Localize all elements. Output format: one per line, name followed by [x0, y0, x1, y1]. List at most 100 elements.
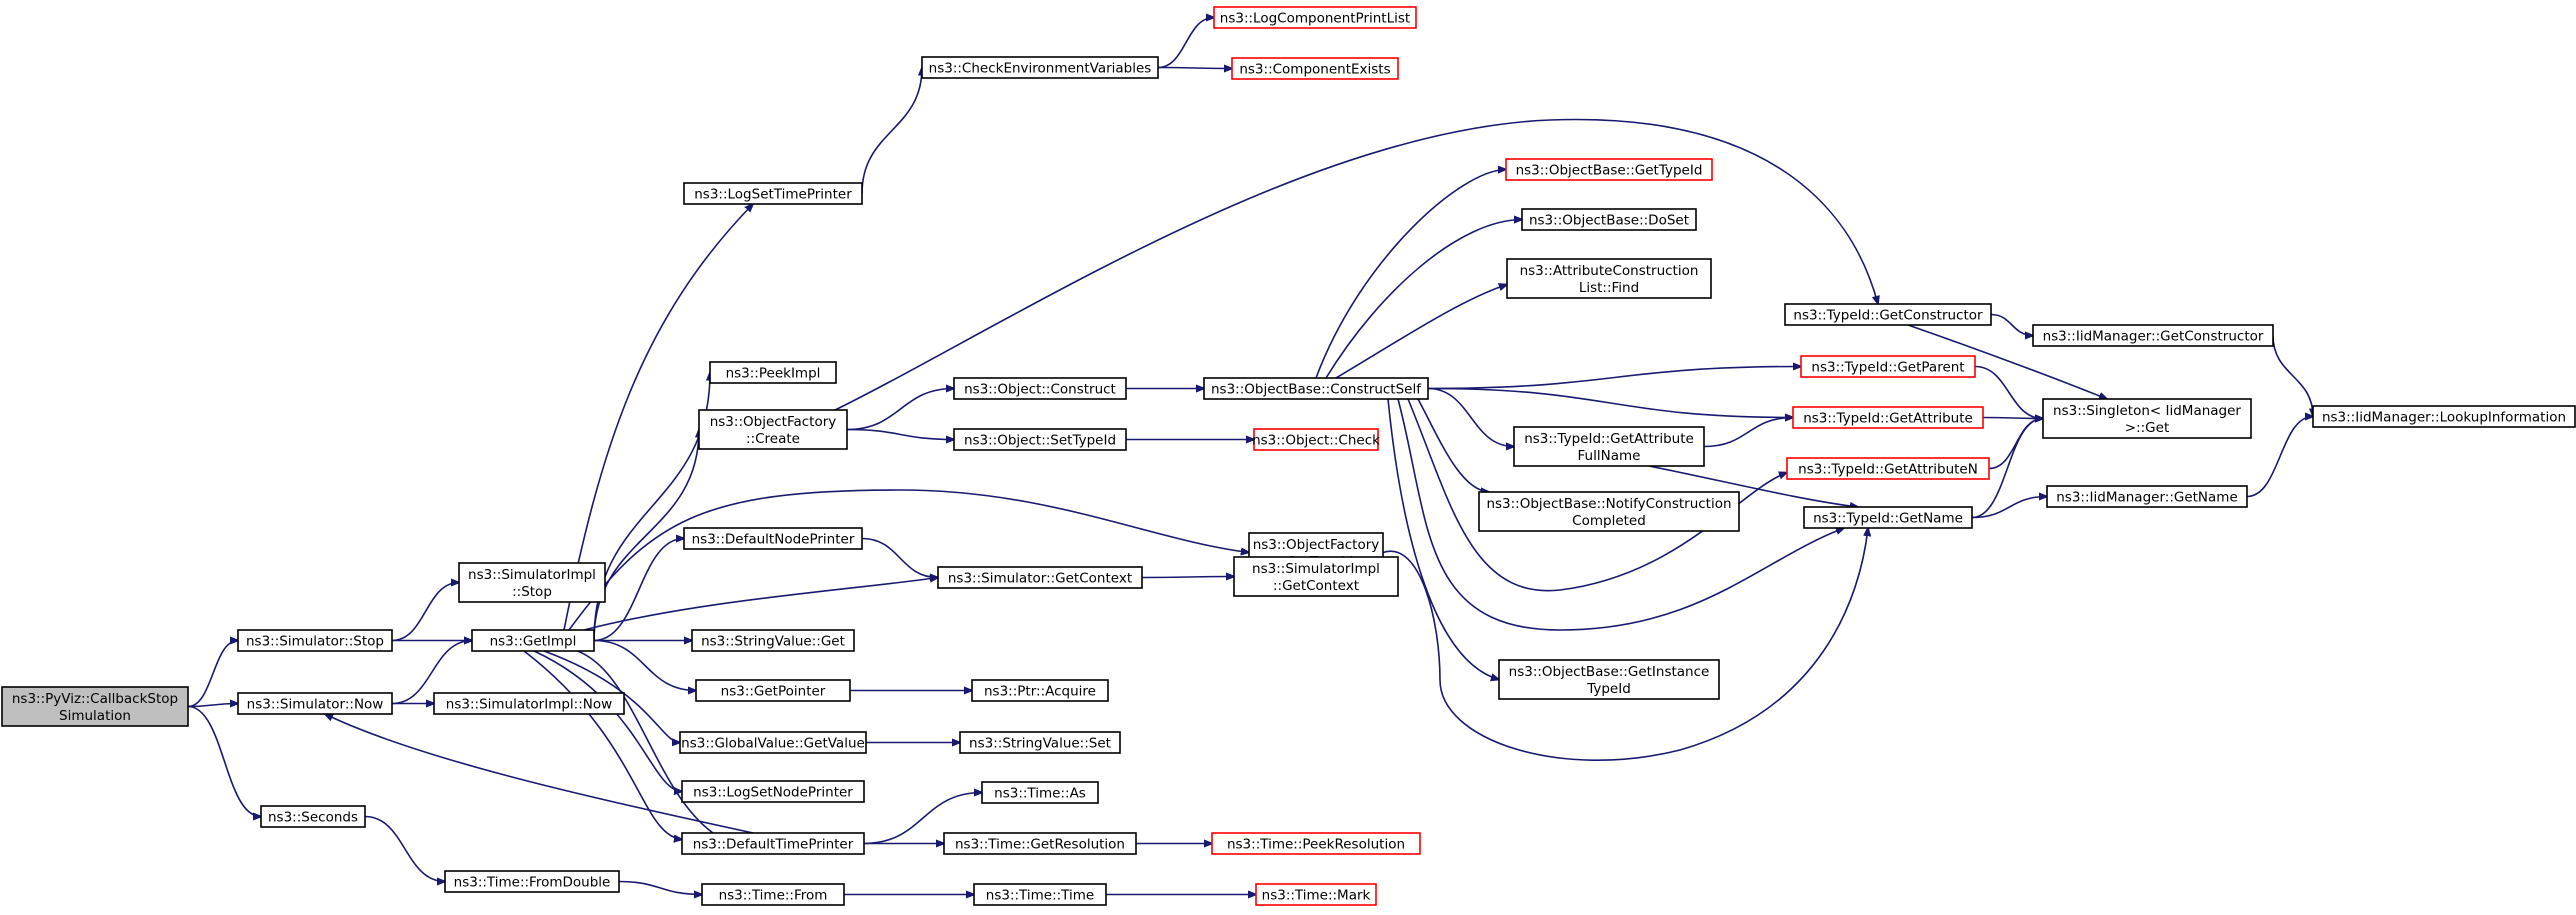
node-label: ns3::Simulator::Now	[247, 697, 384, 713]
node-timeGetResolution[interactable]: ns3::Time::GetResolution	[943, 832, 1137, 855]
node-iidMgrLookup[interactable]: ns3::IidManager::LookupInformation	[2312, 405, 2576, 428]
edge-seconds-to-fromDouble	[364, 815, 445, 882]
edge-simGetContext-to-simImplGetContext	[1141, 577, 1234, 578]
node-box	[683, 527, 863, 550]
node-box	[471, 629, 595, 652]
node-defaultTimePrinter[interactable]: ns3::DefaultTimePrinter	[681, 832, 865, 855]
edge-objFactoryCreate-to-objectSetTypeId	[846, 428, 954, 440]
node-objBaseConstructSelf[interactable]: ns3::ObjectBase::ConstructSelf	[1203, 377, 1429, 400]
node-label: ns3::IidManager::GetName	[2056, 490, 2238, 506]
node-box	[1803, 506, 1973, 529]
node-timeFrom[interactable]: ns3::Time::From	[701, 883, 845, 906]
node-label: ns3::AttributeConstruction	[1520, 263, 1699, 279]
node-objFactoryCreate[interactable]: ns3::ObjectFactory::Create	[698, 409, 848, 450]
node-iidMgrGetConstructor[interactable]: ns3::IidManager::GetConstructor	[2032, 324, 2274, 347]
node-label: ns3::Ptr::Acquire	[984, 684, 1096, 700]
node-typeIdGetParent[interactable]: ns3::TypeId::GetParent	[1800, 355, 1976, 378]
edge-iidMgrGetName-to-iidMgrLookup	[2246, 417, 2313, 498]
node-typeIdGetName[interactable]: ns3::TypeId::GetName	[1803, 506, 1973, 529]
edge-objBaseConstructSelf-to-objBaseGetTypeId	[1315, 170, 1506, 379]
node-globalValueGetValue[interactable]: ns3::GlobalValue::GetValue	[679, 731, 867, 754]
node-label: Completed	[1572, 513, 1646, 529]
node-typeIdGetConstructor[interactable]: ns3::TypeId::GetConstructor	[1784, 303, 1992, 326]
node-label: ns3::TypeId::GetAttribute	[1524, 431, 1694, 447]
node-ptrAcquire[interactable]: ns3::Ptr::Acquire	[971, 679, 1109, 702]
node-seconds[interactable]: ns3::Seconds	[260, 805, 366, 828]
node-timeMark[interactable]: ns3::Time::Mark	[1255, 883, 1377, 906]
node-label: ns3::ObjectBase::NotifyConstruction	[1486, 496, 1731, 512]
node-box	[681, 832, 865, 855]
node-label: ns3::PyViz::CallbackStop	[12, 691, 178, 707]
node-logSetNodePrinter[interactable]: ns3::LogSetNodePrinter	[681, 780, 865, 803]
node-simImplNow[interactable]: ns3::SimulatorImpl::Now	[433, 692, 625, 715]
node-label: ns3::CheckEnvironmentVariables	[929, 61, 1152, 77]
node-box	[701, 883, 845, 906]
edge-root-to-seconds	[187, 705, 261, 817]
node-logSetTimePrinter[interactable]: ns3::LogSetTimePrinter	[683, 182, 863, 205]
edge-typeIdGetAttrFullName-to-typeIdGetName	[1648, 465, 1858, 507]
node-objectCheck[interactable]: ns3::Object::Check	[1252, 428, 1380, 451]
node-fromDouble[interactable]: ns3::Time::FromDouble	[444, 870, 620, 893]
node-getImpl[interactable]: ns3::GetImpl	[471, 629, 595, 652]
node-box	[260, 805, 366, 828]
node-label: ns3::LogSetTimePrinter	[694, 187, 852, 203]
node-timeAs[interactable]: ns3::Time::As	[981, 781, 1099, 804]
node-typeIdGetAttributeN[interactable]: ns3::TypeId::GetAttributeN	[1786, 457, 1990, 480]
node-objBaseDoSet[interactable]: ns3::ObjectBase::DoSet	[1521, 208, 1697, 231]
node-box	[1233, 556, 1399, 597]
node-label: TypeId	[1586, 681, 1631, 697]
node-checkEnv[interactable]: ns3::CheckEnvironmentVariables	[921, 56, 1159, 79]
node-box	[709, 361, 837, 384]
node-stringValueGet[interactable]: ns3::StringValue::Get	[691, 629, 855, 652]
node-simGetContext[interactable]: ns3::Simulator::GetContext	[937, 566, 1143, 589]
node-label: >::Get	[2125, 420, 2169, 436]
node-label: ns3::ComponentExists	[1239, 62, 1390, 78]
node-label: FullName	[1578, 448, 1641, 464]
edge-objBaseConstructSelf-to-typeIdGetAttribute	[1427, 387, 1793, 418]
node-box	[959, 731, 1121, 754]
node-objBaseGetTypeId[interactable]: ns3::ObjectBase::GetTypeId	[1505, 158, 1713, 181]
node-objectSetTypeId[interactable]: ns3::Object::SetTypeId	[953, 428, 1127, 451]
node-simImplGetContext[interactable]: ns3::SimulatorImpl::GetContext	[1233, 556, 1399, 597]
node-logCompPrintList[interactable]: ns3::LogComponentPrintList	[1213, 6, 1417, 29]
node-label: Simulation	[59, 708, 131, 724]
node-simStop[interactable]: ns3::Simulator::Stop	[237, 629, 393, 652]
node-simNow[interactable]: ns3::Simulator::Now	[237, 692, 393, 715]
node-label: ::GetContext	[1273, 578, 1359, 594]
node-box	[1213, 6, 1417, 29]
edge-getImpl-to-logSetNodePrinter	[533, 650, 682, 792]
node-objectConstruct[interactable]: ns3::Object::Construct	[953, 377, 1127, 400]
edge-getImpl-to-objFactoryCreate	[593, 430, 699, 641]
edge-objBaseConstructSelf-to-objBaseNotifyConstr	[1417, 398, 1489, 492]
node-simImplStop[interactable]: ns3::SimulatorImpl::Stop	[458, 562, 606, 603]
edge-typeIdGetConstructor-to-iidMgrGetConstructor	[1990, 313, 2033, 336]
edge-iidMgrGetConstructor-to-iidMgrLookup	[2272, 335, 2313, 417]
node-defaultNodePrinter[interactable]: ns3::DefaultNodePrinter	[683, 527, 863, 550]
node-stringValueSet[interactable]: ns3::StringValue::Set	[959, 731, 1121, 754]
node-timePeekResolution[interactable]: ns3::Time::PeekResolution	[1211, 832, 1421, 855]
node-box	[2032, 324, 2274, 347]
edge-root-to-simNow	[187, 704, 238, 707]
node-label: ns3::ObjectBase::GetInstance	[1509, 664, 1710, 680]
node-componentExists[interactable]: ns3::ComponentExists	[1231, 57, 1399, 80]
node-typeIdGetAttribute[interactable]: ns3::TypeId::GetAttribute	[1792, 406, 1984, 429]
node-getPointer[interactable]: ns3::GetPointer	[695, 679, 851, 702]
node-box	[1231, 57, 1399, 80]
node-box	[1786, 457, 1990, 480]
node-timeTime[interactable]: ns3::Time::Time	[973, 883, 1107, 906]
node-iidMgrGetName[interactable]: ns3::IidManager::GetName	[2046, 485, 2248, 508]
node-label: ns3::Time::From	[719, 888, 828, 904]
edges	[187, 18, 2313, 895]
node-box	[971, 679, 1109, 702]
edge-getImpl-to-globalValueGetValue	[543, 650, 680, 743]
node-label: List::Find	[1579, 280, 1639, 296]
node-peekImpl[interactable]: ns3::PeekImpl	[709, 361, 837, 384]
edge-getImpl-to-defaultTimePrinter	[523, 650, 682, 840]
node-objBaseNotifyConstr[interactable]: ns3::ObjectBase::NotifyConstructionCompl…	[1478, 491, 1740, 532]
node-singletonGet[interactable]: ns3::Singleton< IidManager>::Get	[2042, 398, 2252, 439]
node-label: ns3::IidManager::LookupInformation	[2322, 410, 2566, 426]
